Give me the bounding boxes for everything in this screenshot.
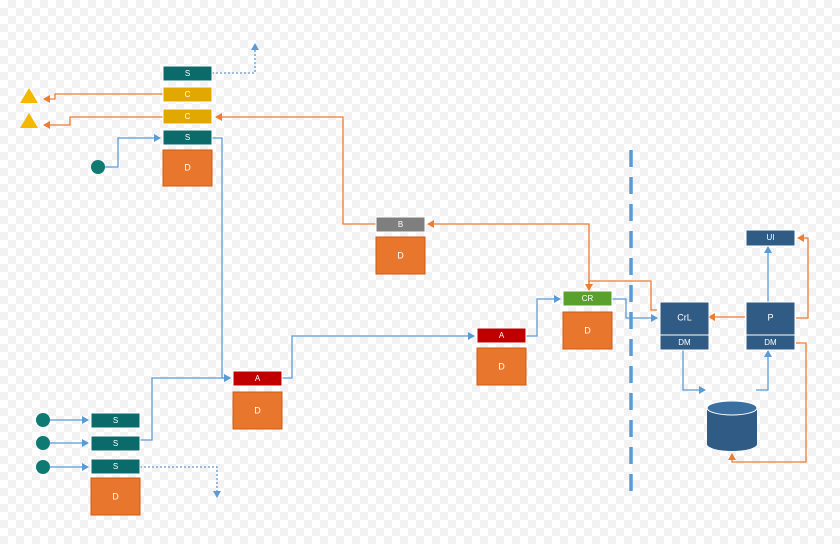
connector-a2-to-cr [526, 295, 561, 337]
crl-label: CrL [677, 312, 692, 322]
d-block [562, 311, 613, 350]
connector-cr-to-crl [612, 298, 658, 322]
crl-node: CrL DM [659, 301, 710, 351]
source-circle [36, 413, 50, 427]
d-label: D [112, 491, 119, 501]
connector-c1-to-warning [43, 93, 163, 103]
c-label: C [185, 112, 191, 121]
cr-node: CR D [562, 290, 613, 350]
source-circle [91, 160, 105, 174]
ui-label: UI [767, 233, 775, 242]
s-block [90, 458, 141, 475]
s-label: S [185, 69, 190, 78]
b-label: B [398, 220, 403, 229]
a-label: A [255, 374, 261, 383]
c-label: C [185, 90, 191, 99]
ui-node: UI [745, 229, 796, 247]
ui-block [745, 229, 796, 247]
a-node: A D [476, 327, 527, 386]
cr-block [562, 290, 613, 307]
s-label: S [185, 133, 190, 142]
a-block [476, 327, 527, 344]
d-label: D [184, 162, 191, 172]
s-block [90, 435, 141, 452]
dm-block [659, 334, 710, 351]
d-label: D [498, 361, 505, 371]
a-label: A [499, 331, 505, 340]
cr-label: CR [582, 294, 594, 303]
dotted-bottom-s-out [140, 466, 221, 498]
c-block [162, 86, 213, 103]
orange-connectors [43, 93, 809, 463]
dm-label: DM [678, 338, 691, 347]
dm-block [745, 334, 796, 351]
bottom-left-stack: S S S D [90, 412, 141, 516]
connector-bottom-s-to-a1 [140, 374, 231, 441]
p-node: P DM [745, 301, 796, 351]
d-block [375, 236, 426, 275]
connector-p-dm-to-db [728, 342, 807, 463]
s-label: S [113, 416, 118, 425]
p-block [745, 301, 796, 336]
connector-a1-to-a2 [282, 332, 475, 379]
d-block [232, 391, 283, 430]
s-block [162, 129, 213, 146]
s-label: S [113, 439, 118, 448]
a-block [232, 370, 283, 387]
b-block [375, 216, 426, 233]
dotted-top-s-out [212, 43, 259, 74]
connector-db-to-p-dm [756, 350, 772, 391]
s-label: S [113, 462, 118, 471]
blue-dotted-connectors [140, 43, 259, 498]
database-icon [706, 400, 758, 451]
blue-connectors [50, 134, 772, 471]
crl-block [659, 301, 710, 336]
a-node: A D [232, 370, 283, 430]
connector-b-to-c2 [215, 113, 376, 225]
top-left-stack: S C C S D [162, 65, 213, 187]
d-block [476, 347, 527, 386]
connector-top-s-to-a1 [212, 137, 231, 382]
d-label: D [254, 405, 261, 415]
connector-crl-dm-to-db [682, 350, 706, 394]
connector-cr-to-b [427, 220, 590, 291]
d-label: D [584, 325, 591, 335]
d-block [90, 477, 141, 516]
connector-crl-to-cr [585, 280, 657, 311]
source-circle [36, 436, 50, 450]
d-block [162, 149, 213, 187]
s-block [162, 65, 213, 82]
s-block [90, 412, 141, 429]
warning-icon [20, 113, 38, 128]
d-label: D [397, 250, 404, 260]
connector-c2-to-warning [43, 116, 163, 129]
warning-icon [20, 88, 38, 103]
connector-p-to-ui-feedback [796, 234, 809, 319]
c-block [162, 108, 213, 125]
dm-label: DM [764, 338, 777, 347]
b-node: B D [375, 216, 426, 275]
source-circle [36, 460, 50, 474]
p-label: P [767, 312, 773, 322]
connector-circle-to-top-s [105, 134, 161, 168]
